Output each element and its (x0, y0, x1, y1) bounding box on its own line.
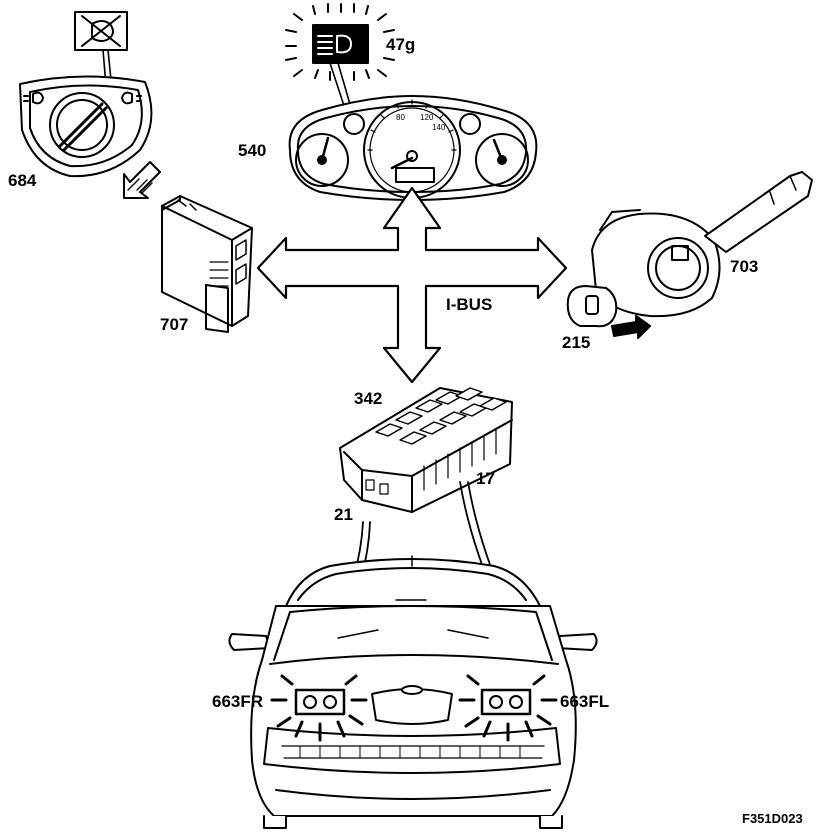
i-bus-arrows (256, 186, 568, 384)
fog-icon (121, 91, 142, 105)
label-21: 21 (334, 505, 353, 524)
gauge-label-80: 80 (396, 113, 405, 122)
headlight-icon (23, 91, 44, 105)
push-arrow (611, 315, 651, 339)
label-707: 707 (160, 315, 189, 334)
control-module-707 (161, 195, 253, 334)
fuse-box-342 (339, 387, 513, 513)
label-342: 342 (354, 389, 383, 408)
label-540: 540 (238, 141, 267, 160)
label-215: 215 (562, 333, 591, 352)
label-663fl: 663FL (560, 692, 610, 711)
lamp-rays (285, 3, 395, 81)
crossed-lamp-icon (81, 15, 121, 47)
car-front-view (228, 555, 598, 829)
label-i-bus: I-BUS (446, 295, 493, 314)
headlight-rays (270, 674, 558, 742)
gauge-label-120: 120 (420, 113, 434, 122)
label-684: 684 (8, 171, 37, 190)
label-47g: 47g (386, 35, 416, 54)
warning-lamp-47g (285, 3, 395, 119)
figure-id: F351D023 (742, 811, 803, 826)
steering-column-switch-703 (566, 171, 813, 339)
gauge-label-140: 140 (432, 123, 446, 132)
label-663fr: 663FR (212, 692, 264, 711)
arrow-684-to-707 (123, 161, 161, 199)
light-switch-684 (19, 11, 161, 199)
label-17: 17 (476, 469, 495, 488)
instrument-cluster-540 (288, 95, 538, 201)
label-703: 703 (730, 257, 759, 276)
fog-button-215 (566, 285, 618, 328)
